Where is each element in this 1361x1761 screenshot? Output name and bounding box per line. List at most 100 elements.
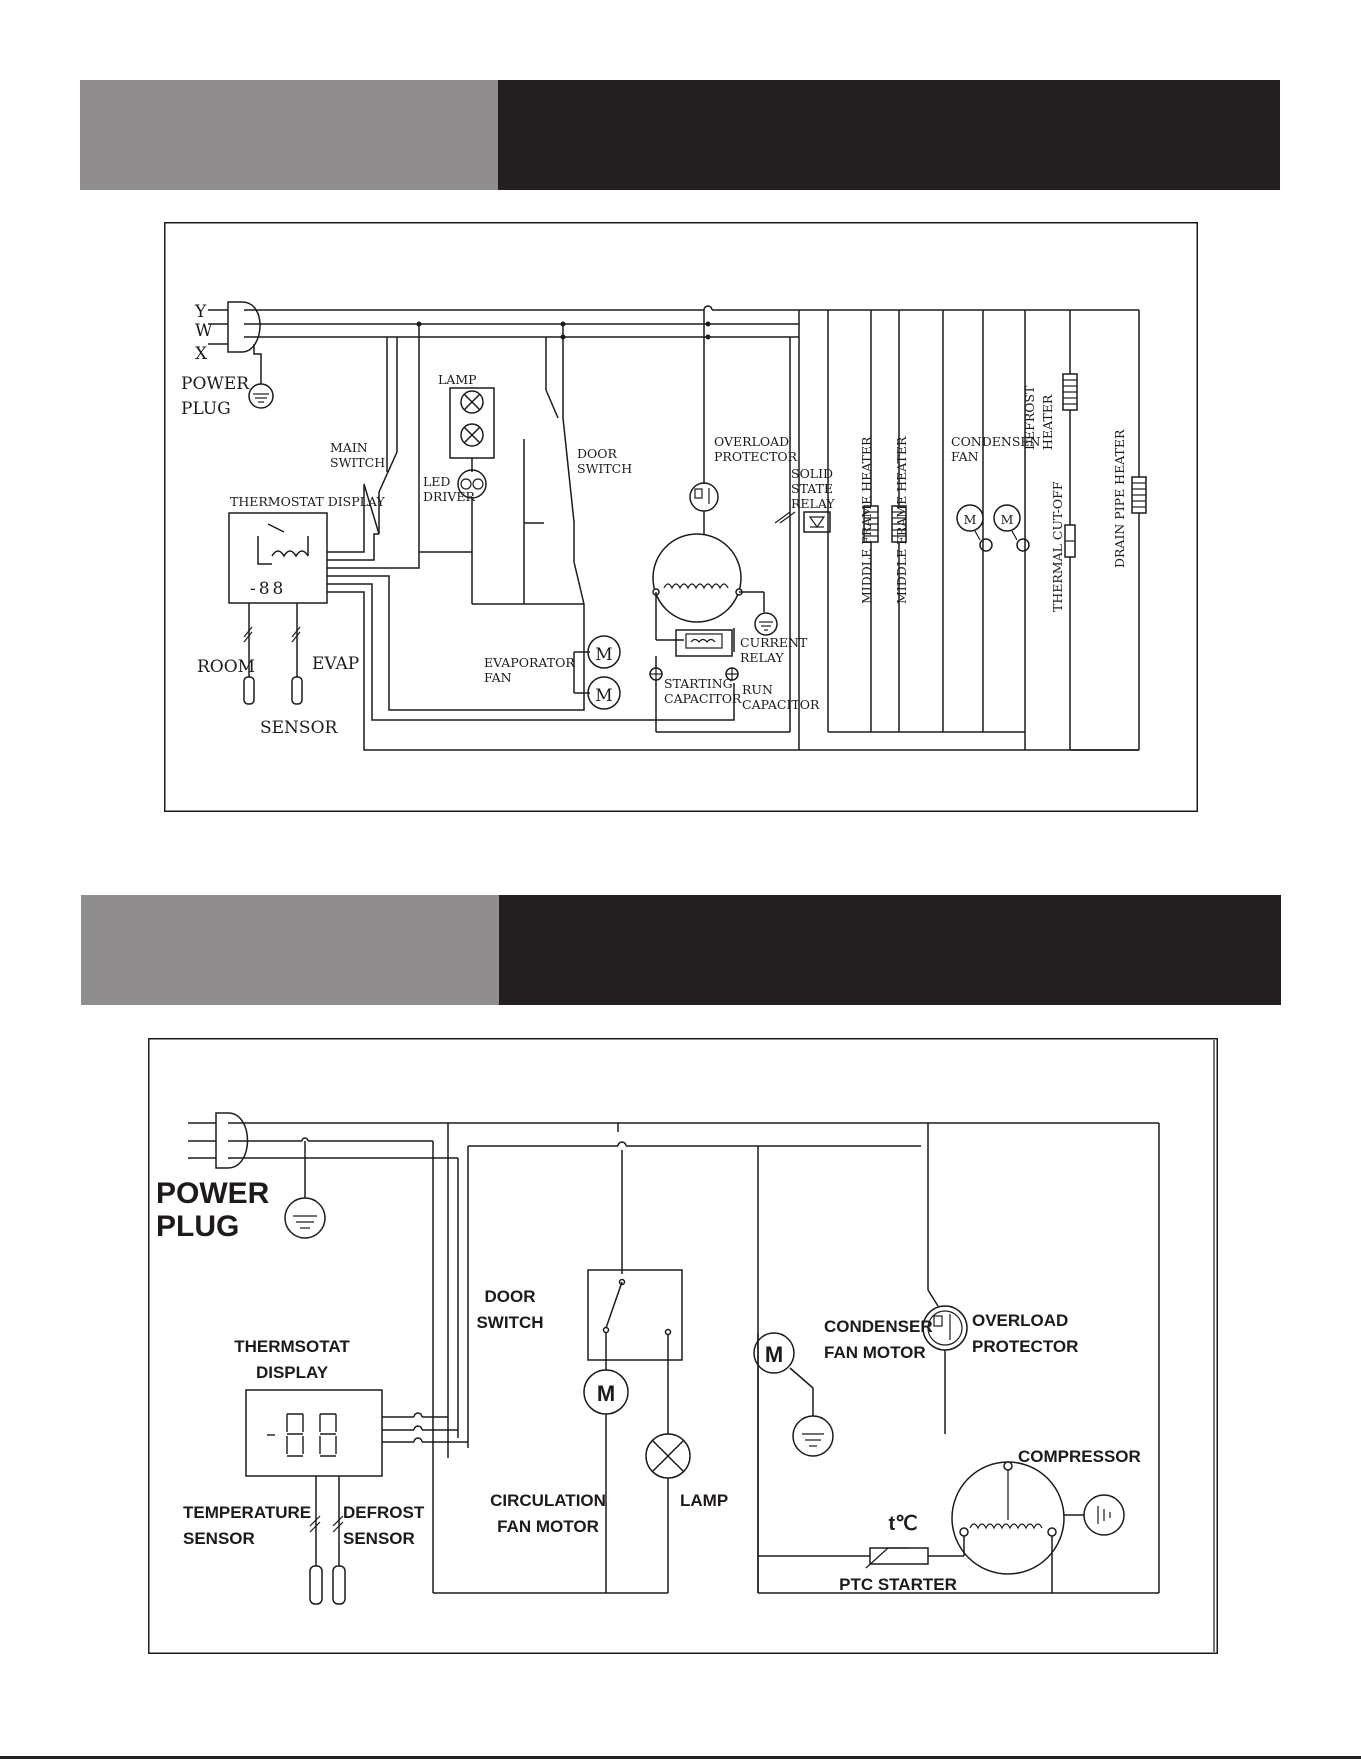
main-label: MAIN	[330, 440, 368, 455]
lamp-label: LAMP	[438, 372, 477, 387]
wiring-diagram-2: POWER PLUG THERMSOTAT DISPLAY	[148, 1038, 1218, 1654]
state-label: STATE	[791, 481, 833, 496]
plug-label-x: X	[195, 344, 208, 364]
ptc-starter-label: PTC STARTER	[839, 1575, 957, 1594]
door-switch-label: SWITCH	[577, 461, 632, 476]
protector-label: PROTECTOR	[714, 449, 798, 464]
defrost-heater-label: HEATER	[1040, 394, 1055, 450]
middle-frame-heater-2-icon	[891, 505, 907, 543]
solid-label: SOLID	[791, 466, 833, 481]
solid-state-relay-icon	[774, 511, 831, 533]
circulation-fan-motor-icon	[583, 1369, 629, 1593]
sensor-label: SENSOR	[260, 718, 339, 738]
plug-label-y: Y	[194, 302, 207, 322]
ptc-temperature-symbol: t℃	[888, 1513, 917, 1535]
starting-capacitor-icon	[649, 656, 663, 732]
thermostat-display-box	[228, 512, 328, 604]
evap-fan-motor-m-bottom: M	[595, 686, 612, 706]
compressor-ground-icon-2	[1083, 1494, 1125, 1536]
defrost-label: DEFROST	[1022, 385, 1037, 450]
door-switch-symbol	[523, 324, 585, 682]
power-plug-symbol-2	[188, 1112, 249, 1169]
condensen-fan-label: FAN	[951, 449, 979, 464]
power-plug-symbol	[208, 301, 261, 353]
thermostat-display-label: THERMOSTAT DISPLAY	[230, 494, 385, 509]
door-switch-label-2: SWITCH	[476, 1313, 543, 1332]
overload-protector-icon	[689, 310, 719, 534]
middle-frame-heater-label-1: MIDDLE FRAME HEATER	[859, 436, 874, 604]
temperature-sensor-icon	[309, 1476, 323, 1605]
defrost-label-2: DEFROST	[343, 1503, 425, 1522]
compressor-icon	[652, 533, 765, 652]
thermostat-display-box-2	[245, 1389, 383, 1477]
defrost-sensor-label: SENSOR	[343, 1529, 415, 1548]
condenser-fan-motors	[956, 504, 1030, 552]
circulation-fan-motor-m: M	[597, 1381, 615, 1406]
header-band-dark-block	[498, 80, 1280, 190]
middle-frame-heater-1-icon	[863, 505, 879, 543]
footer-rule	[0, 1756, 1361, 1759]
protector-label-2: PROTECTOR	[972, 1337, 1078, 1356]
thermostat-wires	[327, 483, 1139, 751]
compressor-bottom-wires	[656, 310, 800, 750]
thermal-cutoff-label: THERMAL CUT-OFF	[1050, 481, 1065, 612]
condenser-fan-motor-m-2: M	[1001, 512, 1014, 527]
lamp-icon-2	[645, 1433, 691, 1593]
plug-label-w: W	[195, 321, 213, 341]
main-switch-label: SWITCH	[330, 455, 385, 470]
thermostat-display-digits: -88	[250, 579, 286, 599]
thermostat-label-2: THERMSOTAT	[234, 1337, 350, 1356]
condenser-fan-motor-icon	[753, 1332, 834, 1593]
run-capacitor-label: CAPACITOR	[742, 697, 820, 712]
heater-column-wires	[827, 310, 1026, 750]
circulation-fan-motor-label: FAN MOTOR	[497, 1517, 599, 1536]
header-band-grey-block-2	[81, 895, 499, 1005]
led-driver-icon	[418, 324, 524, 605]
run-capacitor-icon	[725, 667, 739, 681]
room-sensor-icon	[243, 603, 255, 705]
plug-label-2: PLUG	[156, 1210, 239, 1243]
section-header-band-2	[81, 895, 1281, 1005]
diagram-2-frame	[148, 1038, 1218, 1654]
compressor-label: COMPRESSOR	[1018, 1447, 1141, 1466]
run-label: RUN	[742, 682, 773, 697]
door-switch-symbol-2	[587, 1269, 683, 1434]
power-label: POWER	[181, 374, 250, 394]
evap-fan-motor-m-top: M	[595, 645, 612, 665]
relay-label: RELAY	[791, 496, 835, 511]
thermostat-wires-2	[382, 1412, 468, 1443]
diagram-1-frame	[164, 222, 1198, 812]
current-relay-label: RELAY	[740, 650, 784, 665]
section-header-band-1	[80, 80, 1280, 190]
starting-label: STARTING	[664, 676, 733, 691]
condenser-fan-motor-m-1: M	[964, 512, 977, 527]
lamp-label-2: LAMP	[680, 1491, 728, 1510]
power-label-2: POWER	[156, 1177, 270, 1210]
led-label: LED	[423, 474, 450, 489]
circulation-label: CIRCULATION	[490, 1491, 606, 1510]
power-bus-lines-2	[228, 1122, 1160, 1593]
temperature-label: TEMPERATURE	[183, 1503, 311, 1522]
display-label-2: DISPLAY	[256, 1363, 329, 1382]
overload-protector-icon-2	[922, 1289, 968, 1434]
wiring-diagram-1: Y W X POWER PLUG MAIN SWITCH LAMP	[164, 222, 1198, 812]
overload-label: OVERLOAD	[714, 434, 789, 449]
overload-label-2: OVERLOAD	[972, 1311, 1068, 1330]
plug-ground-icon	[248, 344, 274, 409]
condensen-label: CONDENSEN	[951, 434, 1041, 449]
middle-frame-heater-label-2: MIDDLE FRAME HEATER	[894, 436, 909, 604]
evaporator-fan-label: FAN	[484, 670, 512, 685]
starting-capacitor-label: CAPACITOR	[664, 691, 742, 706]
current-label: CURRENT	[740, 635, 808, 650]
thermal-cutoff-icon	[1064, 524, 1076, 558]
header-band-dark-block-2	[499, 895, 1281, 1005]
evaporator-label: EVAPORATOR	[484, 655, 575, 670]
plug-label: PLUG	[181, 399, 231, 419]
compressor-ground-icon	[754, 612, 778, 636]
door-label-2: DOOR	[485, 1287, 536, 1306]
drain-pipe-heater-icon	[1070, 476, 1147, 751]
plug-ground-icon-2	[228, 1137, 433, 1239]
ptc-starter-icon	[758, 1536, 965, 1569]
driver-label: DRIVER	[423, 489, 476, 504]
drain-pipe-heater-label: DRAIN PIPE HEATER	[1112, 429, 1127, 568]
